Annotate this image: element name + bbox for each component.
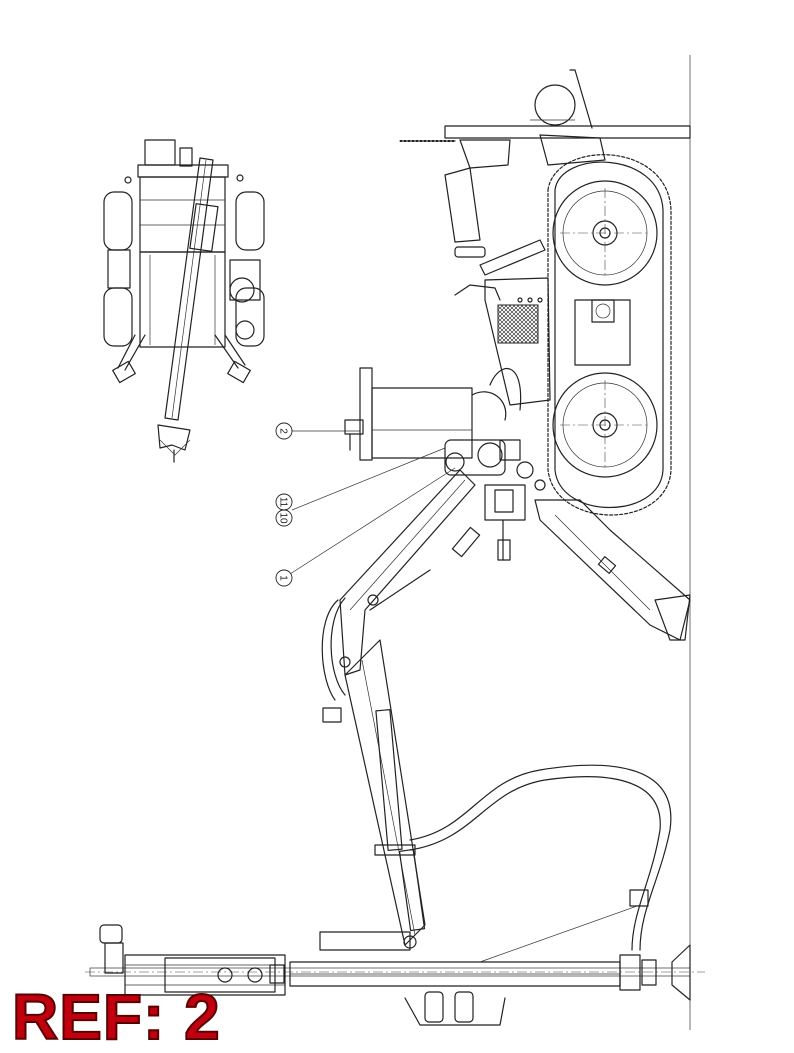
callout-2-text: 2 <box>278 428 289 434</box>
callout-11-text: 11 <box>278 497 289 508</box>
side-view-machine <box>85 69 705 1026</box>
callout-10-text: 10 <box>278 512 289 524</box>
callout-1: 1 <box>275 467 456 587</box>
callout-2: 2 <box>275 422 360 440</box>
callout-11-10: 11 10 <box>275 447 446 527</box>
ref-label: REF: 2 <box>11 981 221 1053</box>
callout-1-text: 1 <box>278 575 289 581</box>
top-view-machine <box>103 139 265 463</box>
